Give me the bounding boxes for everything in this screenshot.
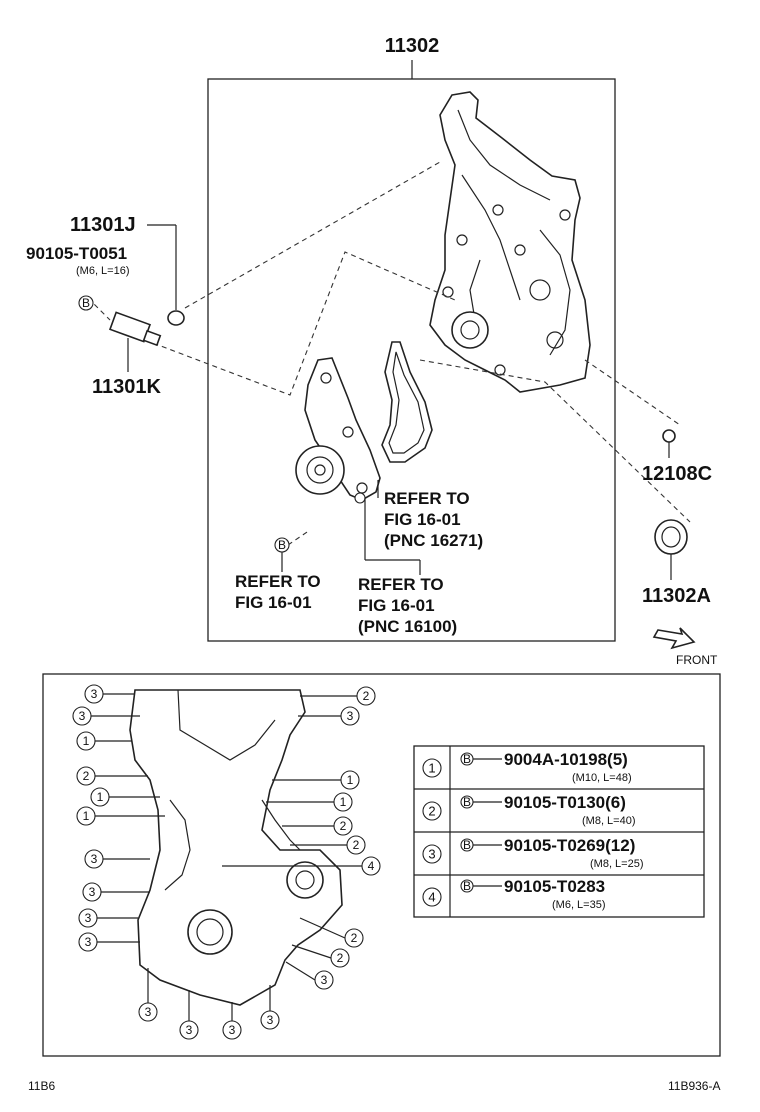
svg-text:3: 3 [428,847,435,862]
bolt-row-2-part[interactable]: 90105-T0130(6) [504,793,626,812]
svg-text:3: 3 [229,1023,236,1037]
ref-c-line3: (PNC 16100) [358,617,457,636]
footer-left: 11B6 [28,1079,55,1093]
footer-right: 11B936-A [668,1079,720,1093]
svg-text:3: 3 [347,709,354,723]
cover-bolt-layout [129,689,343,1006]
bolt-row-4-part[interactable]: 90105-T0283 [504,877,605,896]
front-arrow-icon [652,627,696,650]
svg-text:B: B [278,538,286,552]
svg-text:1: 1 [428,761,435,776]
svg-text:3: 3 [145,1005,152,1019]
svg-text:3: 3 [91,852,98,866]
ref-a-line1: REFER TO [384,489,470,508]
svg-text:1: 1 [347,773,354,787]
svg-text:3: 3 [91,687,98,701]
water-pump-gasket [381,341,433,463]
part-label-11302[interactable]: 11302 [385,35,440,57]
oil-seal-small [167,310,185,326]
svg-text:(M8, L=40): (M8, L=40) [582,815,636,827]
svg-text:2: 2 [83,769,90,783]
svg-text:1: 1 [340,795,347,809]
part-label-90105-t0051[interactable]: 90105-T0051 [26,244,127,263]
front-label: FRONT [676,653,718,667]
svg-text:1: 1 [83,734,90,748]
crankshaft-oil-seal [654,519,688,555]
bolt-b-marker [78,295,94,311]
svg-text:4: 4 [428,890,435,905]
svg-text:B: B [463,752,471,766]
svg-text:1: 1 [83,809,90,823]
svg-text:B: B [463,879,471,893]
part-label-11302a[interactable]: 11302A [642,585,711,607]
svg-text:(M8, L=25): (M8, L=25) [590,858,644,870]
part-label-11301j[interactable]: 11301J [70,214,136,236]
svg-text:2: 2 [351,931,358,945]
svg-text:3: 3 [79,709,86,723]
svg-text:2: 2 [353,838,360,852]
tensioner-bracket [295,357,381,501]
timing-chain-cover [429,91,591,393]
svg-text:2: 2 [337,951,344,965]
svg-text:3: 3 [186,1023,193,1037]
bolt-row-3-part[interactable]: 90105-T0269(12) [504,836,635,855]
svg-text:4: 4 [368,859,375,873]
bolt-layout-frame [42,673,721,1057]
svg-text:3: 3 [321,973,328,987]
svg-text:2: 2 [363,689,370,703]
bolt-spec: (M6, L=16) [76,265,130,277]
svg-text:B: B [463,795,471,809]
ref-c-line1: REFER TO [358,575,444,594]
svg-text:3: 3 [267,1013,274,1027]
o-ring [662,429,676,443]
callouts-bottom: 3 3 3 3 [179,985,280,1040]
svg-text:3: 3 [85,935,92,949]
crank-position-sensor [108,311,162,347]
bolt-spec-table: 1 B 9004A-10198(5) (M10, L=48) 2 B 90105… [413,745,705,918]
svg-text:B: B [82,296,90,310]
svg-text:B: B [463,838,471,852]
callouts-right: 2 3 1 1 2 2 4 2 2 3 [222,686,381,990]
bolt-row-1-part[interactable]: 9004A-10198(5) [504,750,628,769]
svg-text:2: 2 [428,804,435,819]
ref-c-line2: FIG 16-01 [358,596,435,615]
part-label-12108c[interactable]: 12108C [642,463,712,485]
svg-text:1: 1 [97,790,104,804]
svg-text:(M6, L=35): (M6, L=35) [552,899,606,911]
svg-text:2: 2 [340,819,347,833]
ref-a-line2: FIG 16-01 [384,510,461,529]
ref-a-line3: (PNC 16271) [384,531,483,550]
svg-text:(M10, L=48): (M10, L=48) [572,772,632,784]
callouts-left: 3 3 1 2 1 1 3 3 3 3 3 [72,684,165,1022]
svg-text:3: 3 [89,885,96,899]
ref-b-line2: FIG 16-01 [235,593,312,612]
ref-b-line1: REFER TO [235,572,321,591]
part-label-11301k[interactable]: 11301K [92,376,162,398]
svg-text:3: 3 [85,911,92,925]
